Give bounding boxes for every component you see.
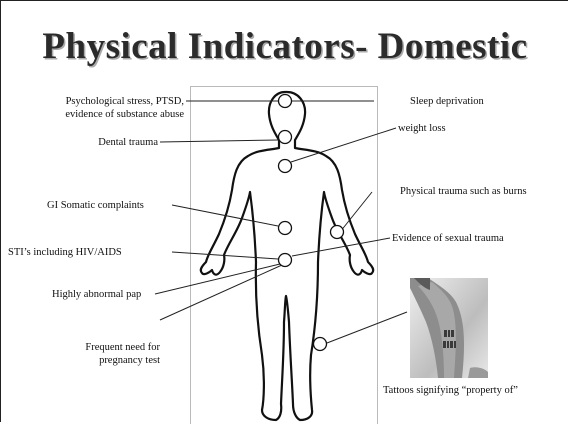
label-tattoo: Tattoos signifying “property of” [383,384,518,397]
label-psych-line2: evidence of substance abuse [6,108,184,121]
label-weight: weight loss [398,122,446,135]
label-burns: Physical trauma such as burns [400,185,527,198]
label-dental: Dental trauma [40,136,158,149]
tattoo-photo-icon [410,278,488,378]
marker-chest [279,160,292,173]
marker-mouth [279,131,292,144]
label-sexual: Evidence of sexual trauma [392,232,504,245]
marker-head [279,95,292,108]
label-gi: GI Somatic complaints [47,199,144,212]
marker-abdomen [279,222,292,235]
label-pregnancy: Frequent need for pregnancy test [60,341,160,367]
label-pap: Highly abnormal pap [52,288,141,301]
label-psych-line1: Psychological stress, PTSD, [6,95,184,108]
label-psych: Psychological stress, PTSD, evidence of … [6,95,184,121]
marker-groin [279,254,292,267]
label-sti: STI’s including HIV/AIDS [8,246,122,259]
label-preg-line1: Frequent need for [60,341,160,354]
label-sleep: Sleep deprivation [410,95,484,108]
marker-wrist [331,226,344,239]
label-preg-line2: pregnancy test [60,354,160,367]
marker-leg [314,338,327,351]
